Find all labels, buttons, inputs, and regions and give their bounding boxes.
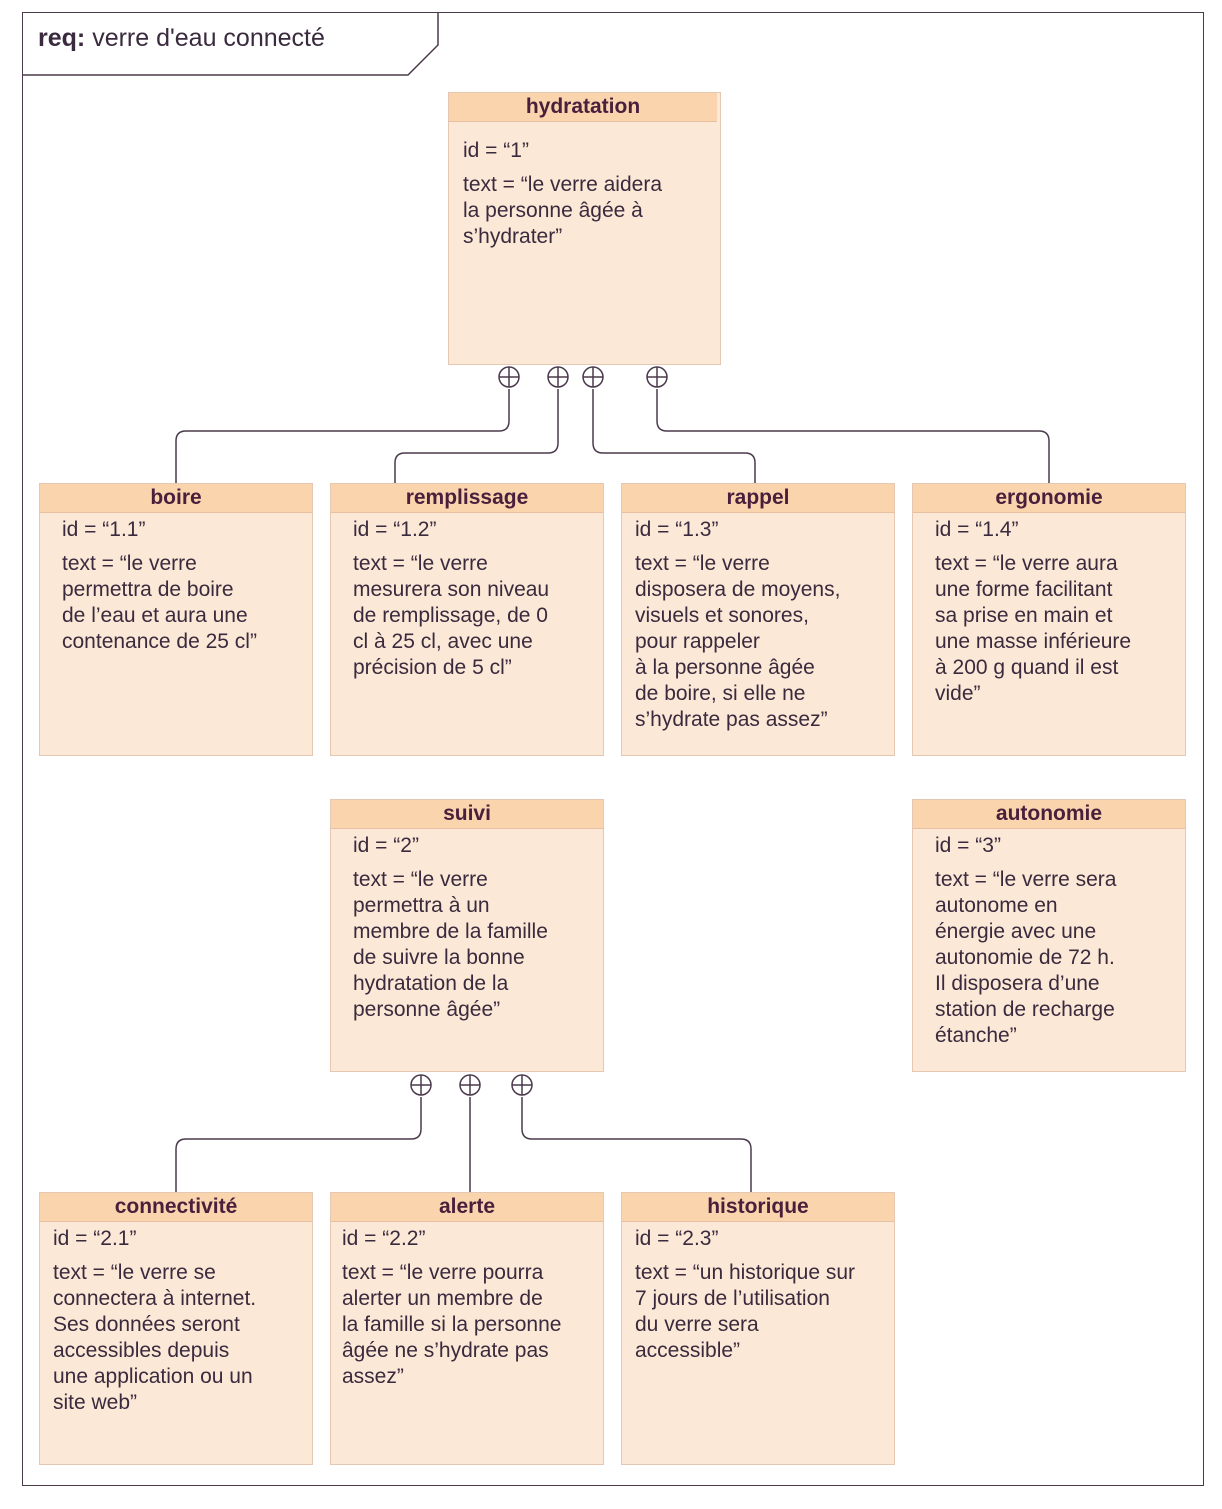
requirement-id: id = “1.4” <box>935 518 1019 541</box>
requirement-name: boire <box>40 484 312 513</box>
containment-crosshair-icon <box>410 1074 432 1096</box>
requirement-hydratation[interactable]: hydratation id = “1” text = “le verre ai… <box>448 92 721 365</box>
containment-crosshair-icon <box>459 1074 481 1096</box>
containment-crosshair-icon <box>582 366 604 388</box>
requirement-id: id = “1” <box>463 139 529 162</box>
requirement-text: text = “le verre permettra à un membre d… <box>353 868 548 1021</box>
frame-header-tab <box>22 12 439 76</box>
requirement-text: text = “le verre sera autonome en énergi… <box>935 868 1117 1047</box>
requirement-alerte[interactable]: alerte id = “2.2” text = “le verre pourr… <box>330 1192 604 1465</box>
requirement-id: id = “1.3” <box>635 518 719 541</box>
frame-title: req: verre d'eau connecté <box>38 24 325 53</box>
requirement-rappel[interactable]: rappel id = “1.3” text = “le verre dispo… <box>621 483 895 756</box>
requirement-name: autonomie <box>913 800 1185 829</box>
requirement-name: ergonomie <box>913 484 1185 513</box>
requirement-connectivite[interactable]: connectivité id = “2.1” text = “le verre… <box>39 1192 313 1465</box>
requirement-text: text = “un historique sur 7 jours de l’u… <box>635 1261 856 1362</box>
requirement-suivi[interactable]: suivi id = “2” text = “le verre permettr… <box>330 799 604 1072</box>
requirement-name: alerte <box>331 1193 603 1222</box>
requirement-text: text = “le verre mesurera son niveau de … <box>353 552 550 679</box>
requirement-text: text = “le verre aidera la personne âgée… <box>463 173 663 248</box>
frame-keyword: req: <box>38 24 86 52</box>
requirement-name: historique <box>622 1193 894 1222</box>
requirement-id: id = “2” <box>353 834 419 857</box>
requirement-name: suivi <box>331 800 603 829</box>
containment-crosshair-icon <box>547 366 569 388</box>
requirement-id: id = “2.3” <box>635 1227 719 1250</box>
containment-crosshair-icon <box>511 1074 533 1096</box>
requirement-name: rappel <box>622 484 894 513</box>
frame-name: verre d'eau connecté <box>92 24 325 52</box>
link-connectivite <box>175 1097 422 1193</box>
link-rappel <box>592 389 756 484</box>
requirement-autonomie[interactable]: autonomie id = “3” text = “le verre sera… <box>912 799 1186 1072</box>
containment-crosshair-icon <box>646 366 668 388</box>
requirement-id: id = “1.1” <box>62 518 146 541</box>
link-boire <box>175 389 510 484</box>
requirement-id: id = “2.1” <box>53 1227 137 1250</box>
requirement-remplissage[interactable]: remplissage id = “1.2” text = “le verre … <box>330 483 604 756</box>
requirement-historique[interactable]: historique id = “2.3” text = “un histori… <box>621 1192 895 1465</box>
requirement-ergonomie[interactable]: ergonomie id = “1.4” text = “le verre au… <box>912 483 1186 756</box>
requirement-id: id = “2.2” <box>342 1227 426 1250</box>
link-historique <box>521 1097 752 1193</box>
link-remplissage <box>394 389 559 484</box>
requirement-name: connectivité <box>40 1193 312 1222</box>
requirement-name: remplissage <box>331 484 603 513</box>
diagram-frame <box>22 12 1204 1486</box>
containment-crosshair-icon <box>498 366 520 388</box>
requirement-name: hydratation <box>449 93 717 122</box>
requirement-text: text = “le verre aura une forme facilita… <box>935 552 1132 705</box>
requirement-id: id = “3” <box>935 834 1001 857</box>
requirement-boire[interactable]: boire id = “1.1” text = “le verre permet… <box>39 483 313 756</box>
requirement-text: text = “le verre permettra de boire de l… <box>62 552 257 653</box>
requirement-text: text = “le verre pourra alerter un membr… <box>342 1261 562 1388</box>
link-ergonomie <box>656 389 1050 484</box>
requirement-text: text = “le verre se connectera à interne… <box>53 1261 257 1414</box>
requirement-id: id = “1.2” <box>353 518 437 541</box>
requirement-text: text = “le verre disposera de moyens, vi… <box>635 552 841 731</box>
